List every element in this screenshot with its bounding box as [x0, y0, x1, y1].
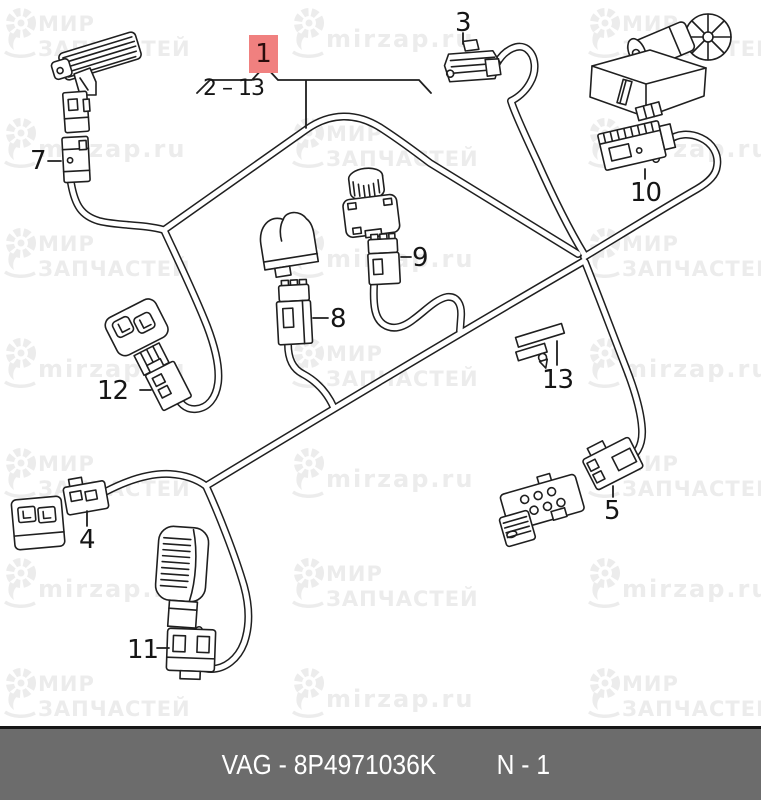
- wiring-diagram-canvas: [10, 13, 732, 681]
- connector-5: [582, 436, 644, 491]
- brand-pin-logo: [587, 558, 620, 608]
- callout-8[interactable]: 8: [330, 304, 347, 334]
- catalog-part-code: VAG - 8P4971036K: [221, 748, 437, 780]
- brand-pin-logo: [291, 448, 324, 498]
- watermark-site-text: mirzap.ru: [622, 575, 761, 603]
- watermark-site-text: mirzap.ru: [622, 355, 761, 383]
- callout-4[interactable]: 4: [79, 525, 96, 555]
- callout-labels: 1 2 – 13 3 7 10 9 8 12 13 4 5 11: [30, 8, 662, 665]
- interior-lamp-part: [50, 31, 142, 134]
- callout-12[interactable]: 12: [97, 376, 129, 406]
- connector-9: [367, 232, 402, 286]
- door-contact-plate: [498, 472, 585, 548]
- door-lamp-11: [154, 525, 217, 681]
- switch-12-assembly: [104, 298, 192, 412]
- brand-pin-logo: [3, 668, 36, 718]
- connector-7: [61, 135, 91, 184]
- bracket-clip-3: [443, 38, 502, 83]
- callout-range[interactable]: 2 – 13: [203, 76, 265, 101]
- sheet-number: N - 1: [496, 748, 551, 780]
- brand-pin-logo: [3, 8, 36, 58]
- callout-lines: [47, 32, 646, 649]
- brand-pin-logo: [3, 228, 36, 278]
- window-switch: [259, 211, 320, 279]
- connector-10: [597, 120, 677, 171]
- wiring-harness: [67, 42, 722, 673]
- brand-pin-logo: [291, 558, 324, 608]
- window-motor: [589, 13, 732, 122]
- callout-5[interactable]: 5: [604, 496, 621, 526]
- switch-block-4: [10, 476, 110, 551]
- watermark-site-text: mirzap.ru: [326, 25, 475, 53]
- cable-clip-13: [514, 322, 566, 369]
- watermark-tile: mirzap.ru: [290, 446, 474, 500]
- brand-pin-logo: [291, 8, 324, 58]
- diagram-area: МИРЗАПЧАСТЕЙmirzap.ruМИРЗАПЧАСТЕЙmirzap.…: [2, 6, 761, 722]
- brand-pin-logo: [291, 668, 324, 718]
- callout-9[interactable]: 9: [412, 243, 429, 273]
- watermark-tile: mirzap.ru: [586, 556, 761, 610]
- callout-11[interactable]: 11: [127, 635, 159, 665]
- brand-pin-logo: [3, 118, 36, 168]
- watermark-tile: mirzap.ru: [290, 6, 474, 60]
- callout-3[interactable]: 3: [455, 8, 472, 38]
- brand-pin-logo: [587, 668, 620, 718]
- brand-pin-logo: [587, 8, 620, 58]
- brand-pin-logo: [3, 338, 36, 388]
- watermark-site-text: mirzap.ru: [326, 685, 475, 713]
- connector-8: [275, 278, 314, 346]
- callout-10[interactable]: 10: [630, 178, 662, 208]
- brand-pin-logo: [3, 558, 36, 608]
- callout-13[interactable]: 13: [542, 365, 574, 395]
- watermark-tile: mirzap.ru: [290, 666, 474, 720]
- footer-bar: VAG - 8P4971036K N - 1: [0, 726, 761, 800]
- brand-pin-logo: [3, 448, 36, 498]
- callout-1: 1: [255, 39, 272, 69]
- watermark-site-text: mirzap.ru: [326, 465, 475, 493]
- callout-1-highlight[interactable]: 1: [249, 35, 278, 73]
- callout-7[interactable]: 7: [30, 146, 47, 176]
